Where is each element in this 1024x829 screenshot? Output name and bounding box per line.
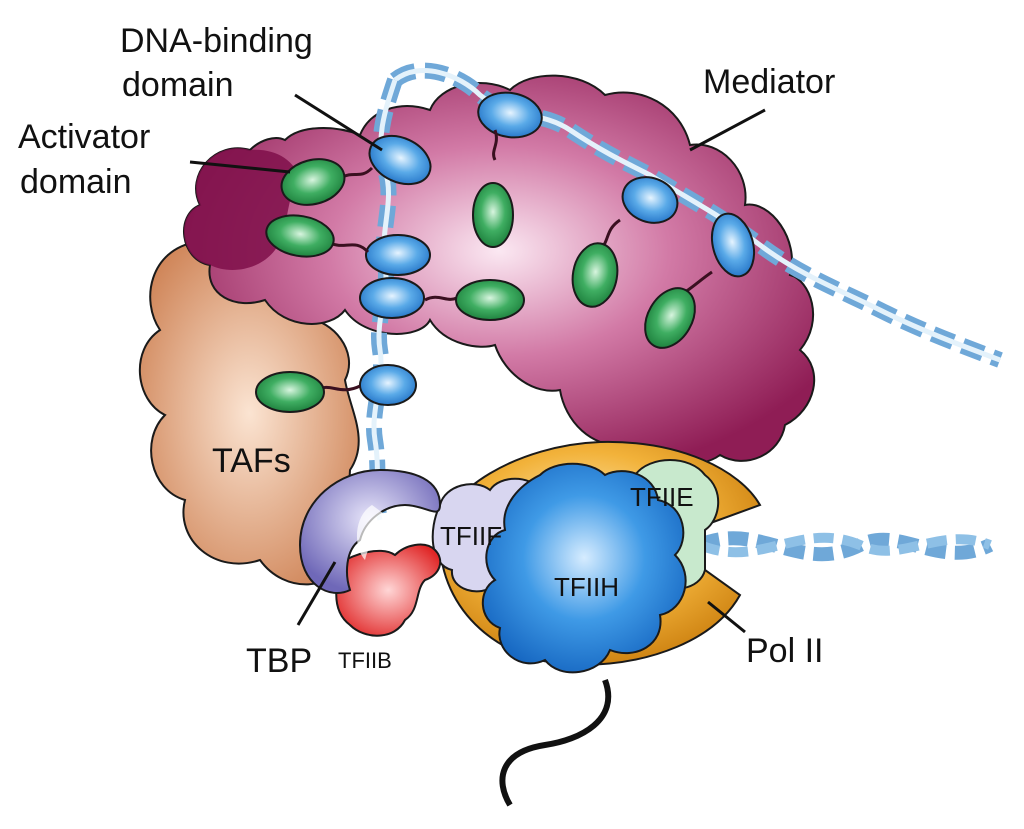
leader-mediator <box>689 108 766 152</box>
label-dna-binding-line2: domain <box>122 66 234 104</box>
tbp-inner <box>356 505 395 560</box>
activator-domain <box>455 279 525 321</box>
dna-binding-domain <box>359 364 417 406</box>
activator-domain <box>255 371 325 413</box>
dna-binding-domain <box>477 91 543 139</box>
dna-binding-domain <box>621 176 679 224</box>
dna-binding-domains <box>359 91 756 406</box>
tfiih-shape <box>481 462 687 674</box>
activator-domain <box>472 182 514 248</box>
label-tfiif: TFIIF <box>440 521 502 551</box>
dna-binding-domain <box>368 134 432 186</box>
activator-domain <box>265 214 335 258</box>
label-tfiie: TFIIE <box>630 482 694 512</box>
label-pol2: Pol II <box>746 632 823 670</box>
activator-domain <box>571 242 619 308</box>
dna-binding-domain <box>710 212 756 278</box>
leader-pol2 <box>707 600 746 634</box>
tfiib-shape <box>335 543 442 637</box>
label-tfiih: TFIIH <box>554 572 619 602</box>
activator-domains <box>255 158 696 413</box>
label-activator-line1: Activator <box>18 118 150 156</box>
label-tbp: TBP <box>246 642 312 680</box>
leader-dna-binding <box>294 93 383 152</box>
dna-helix-right <box>697 531 994 562</box>
label-activator-line2: domain <box>20 163 132 201</box>
leader-activator <box>189 160 291 174</box>
activator-domain <box>280 158 346 206</box>
label-dna-binding-line1: DNA-binding <box>120 22 313 60</box>
leader-tbp <box>296 561 337 626</box>
label-tafs: TAFs <box>212 442 291 480</box>
label-mediator: Mediator <box>703 63 835 101</box>
dna-binding-domain <box>365 234 431 276</box>
label-tfiib: TFIIB <box>338 648 392 673</box>
rna-strand <box>499 678 612 807</box>
activator-domain <box>644 287 696 349</box>
dna-binding-domain <box>359 277 425 319</box>
